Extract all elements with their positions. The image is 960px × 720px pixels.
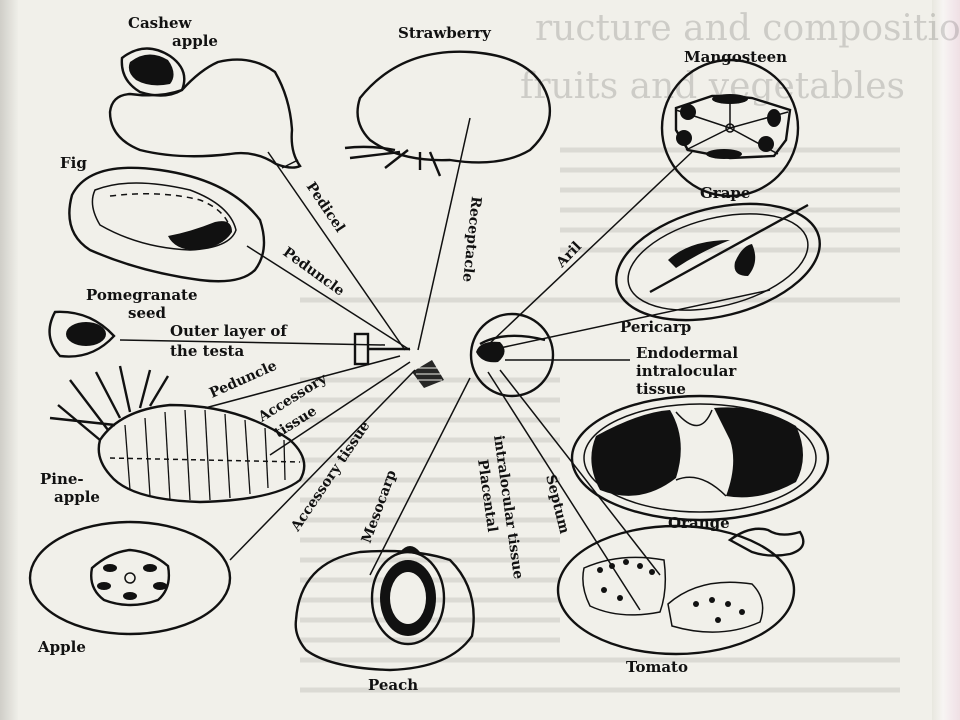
grape-seed-2 [734, 244, 756, 276]
label-pineapple-line2: apple [54, 488, 100, 506]
label-endodermal-line1: Endodermal [636, 344, 738, 362]
label-pericarp: Pericarp [620, 318, 691, 336]
label-peduncle-left: Peduncle [207, 358, 279, 402]
grape-drawing [615, 202, 821, 322]
label-septum: Septum [542, 473, 572, 536]
grape-axis [649, 203, 809, 294]
fig-seeds [168, 221, 232, 250]
label-apple: Apple [37, 638, 86, 656]
hub-arc [479, 334, 546, 346]
strawberry-drawing [344, 50, 552, 177]
grape-seed-1 [668, 240, 730, 268]
mangosteen-drawing [660, 58, 800, 198]
leader-septum [499, 369, 661, 576]
ghost-heading-1: ructure and composition [535, 8, 960, 49]
label-strawberry: Strawberry [398, 24, 492, 42]
fig-dashed [109, 193, 231, 229]
label-receptacle: Receptacle [459, 196, 484, 283]
fig-outline [68, 166, 266, 283]
label-pomegranate-line1: Pomegranate [86, 286, 198, 304]
tomato-locule-left [582, 556, 667, 616]
tomato-drawing [556, 524, 805, 656]
label-fig: Fig [60, 154, 87, 172]
peach-drawing [294, 546, 475, 672]
label-grape: Grape [700, 184, 750, 202]
label-aril: Aril [553, 239, 585, 272]
leader-pedicel [267, 151, 406, 351]
fig-drawing [68, 166, 266, 283]
grape-inner [627, 213, 809, 311]
leader-aril [487, 151, 693, 346]
label-pomegranate-line2: seed [128, 304, 167, 322]
scan-right-edge [932, 0, 960, 720]
cashew-apple-drawing [108, 47, 302, 169]
strawberry-outline [356, 50, 552, 164]
orange-segment-left [591, 410, 681, 496]
fruit-labels: Cashew apple Strawberry Mangosteen Fig G… [37, 14, 787, 694]
leader-placental [487, 371, 641, 611]
label-endodermal-line3: tissue [636, 380, 686, 398]
tomato-calyx [727, 527, 805, 557]
pomegranate-kernel [66, 322, 106, 346]
central-hub [353, 312, 555, 398]
cashew-apple-outline [108, 58, 302, 169]
label-tomato: Tomato [626, 658, 688, 676]
strawberry-calyx [344, 145, 442, 177]
pineapple-drawing [49, 365, 306, 504]
tomato-locule-right [667, 581, 764, 633]
leader-lines [119, 117, 771, 611]
leader-accessory-1 [269, 361, 411, 456]
fig-inner [91, 182, 237, 251]
orange-drawing [570, 394, 830, 522]
leader-peduncle-top [246, 245, 411, 351]
orange-outer [570, 394, 830, 522]
cashew-nut-fill [128, 54, 174, 86]
hub-seed [476, 341, 505, 363]
tomato-outer [556, 524, 796, 656]
orange-inner [583, 403, 817, 513]
label-outer-testa-line2: the testa [170, 342, 244, 360]
leader-mesocarp [369, 377, 471, 576]
peach-outline [294, 549, 475, 672]
label-mangosteen: Mangosteen [684, 48, 787, 66]
pomegranate-seed-drawing [48, 310, 116, 358]
label-pineapple-line1: Pine- [40, 470, 84, 488]
pomegranate-outline [48, 310, 116, 358]
cashew-stalk [281, 159, 299, 169]
apple-drawing [28, 520, 232, 636]
label-cashew-line2: apple [172, 32, 218, 50]
scan-left-edge [0, 0, 18, 720]
orange-segment-right [714, 407, 803, 498]
label-cashew-line1: Cashew [128, 14, 193, 32]
hub-circle [469, 312, 555, 398]
leader-accessory-2 [229, 369, 416, 561]
apple-outer [28, 520, 232, 636]
pineapple-crown [49, 365, 170, 441]
ghost-heading-2: fruits and vegetables [520, 66, 905, 107]
mangosteen-outer [660, 58, 800, 198]
leader-receptacle [417, 117, 471, 351]
label-orange: Orange [668, 514, 730, 532]
label-endodermal-line2: intralocular [636, 362, 737, 380]
label-peach: Peach [368, 676, 418, 694]
apple-core [90, 548, 171, 607]
pineapple-outline [97, 403, 306, 504]
label-pedicel: Pedicel [303, 179, 348, 235]
label-outer-testa-line1: Outer layer of [170, 322, 288, 340]
leader-pericarp [499, 289, 771, 349]
leader-testa [119, 339, 386, 346]
grape-outer [615, 202, 821, 322]
hub-stem-cap [353, 332, 370, 366]
